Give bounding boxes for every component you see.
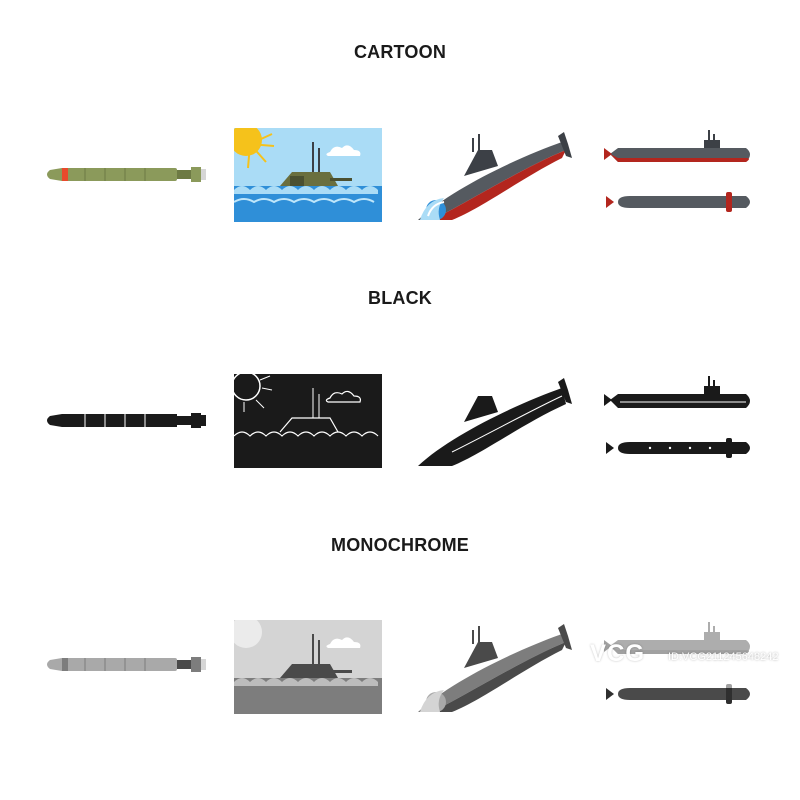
torpedo-icon xyxy=(47,167,206,182)
torpedo-black-icon xyxy=(47,413,206,428)
watermark-id: ID:VCG211245648242 xyxy=(668,651,779,663)
submarine-diving-icon xyxy=(418,132,572,220)
submarine-diving-mono-icon xyxy=(418,624,572,712)
section-title-monochrome: MONOCHROME xyxy=(331,535,469,555)
torpedo-mono-icon xyxy=(47,657,206,672)
watermark-overlay: VCG ID:VCG211245648242 xyxy=(576,622,800,688)
submarine-diving-black-icon xyxy=(418,378,572,466)
watermark-logo: VCG xyxy=(590,640,646,667)
section-title-cartoon: CARTOON xyxy=(353,42,447,62)
section-title-black: BLACK xyxy=(368,288,432,308)
submarine-side-top-icon xyxy=(604,130,750,212)
submarine-scene-icon xyxy=(234,128,382,222)
submarine-scene-mono-icon xyxy=(234,620,382,714)
submarine-side-black-icon xyxy=(604,376,750,458)
submarine-scene-black-icon xyxy=(234,374,382,468)
